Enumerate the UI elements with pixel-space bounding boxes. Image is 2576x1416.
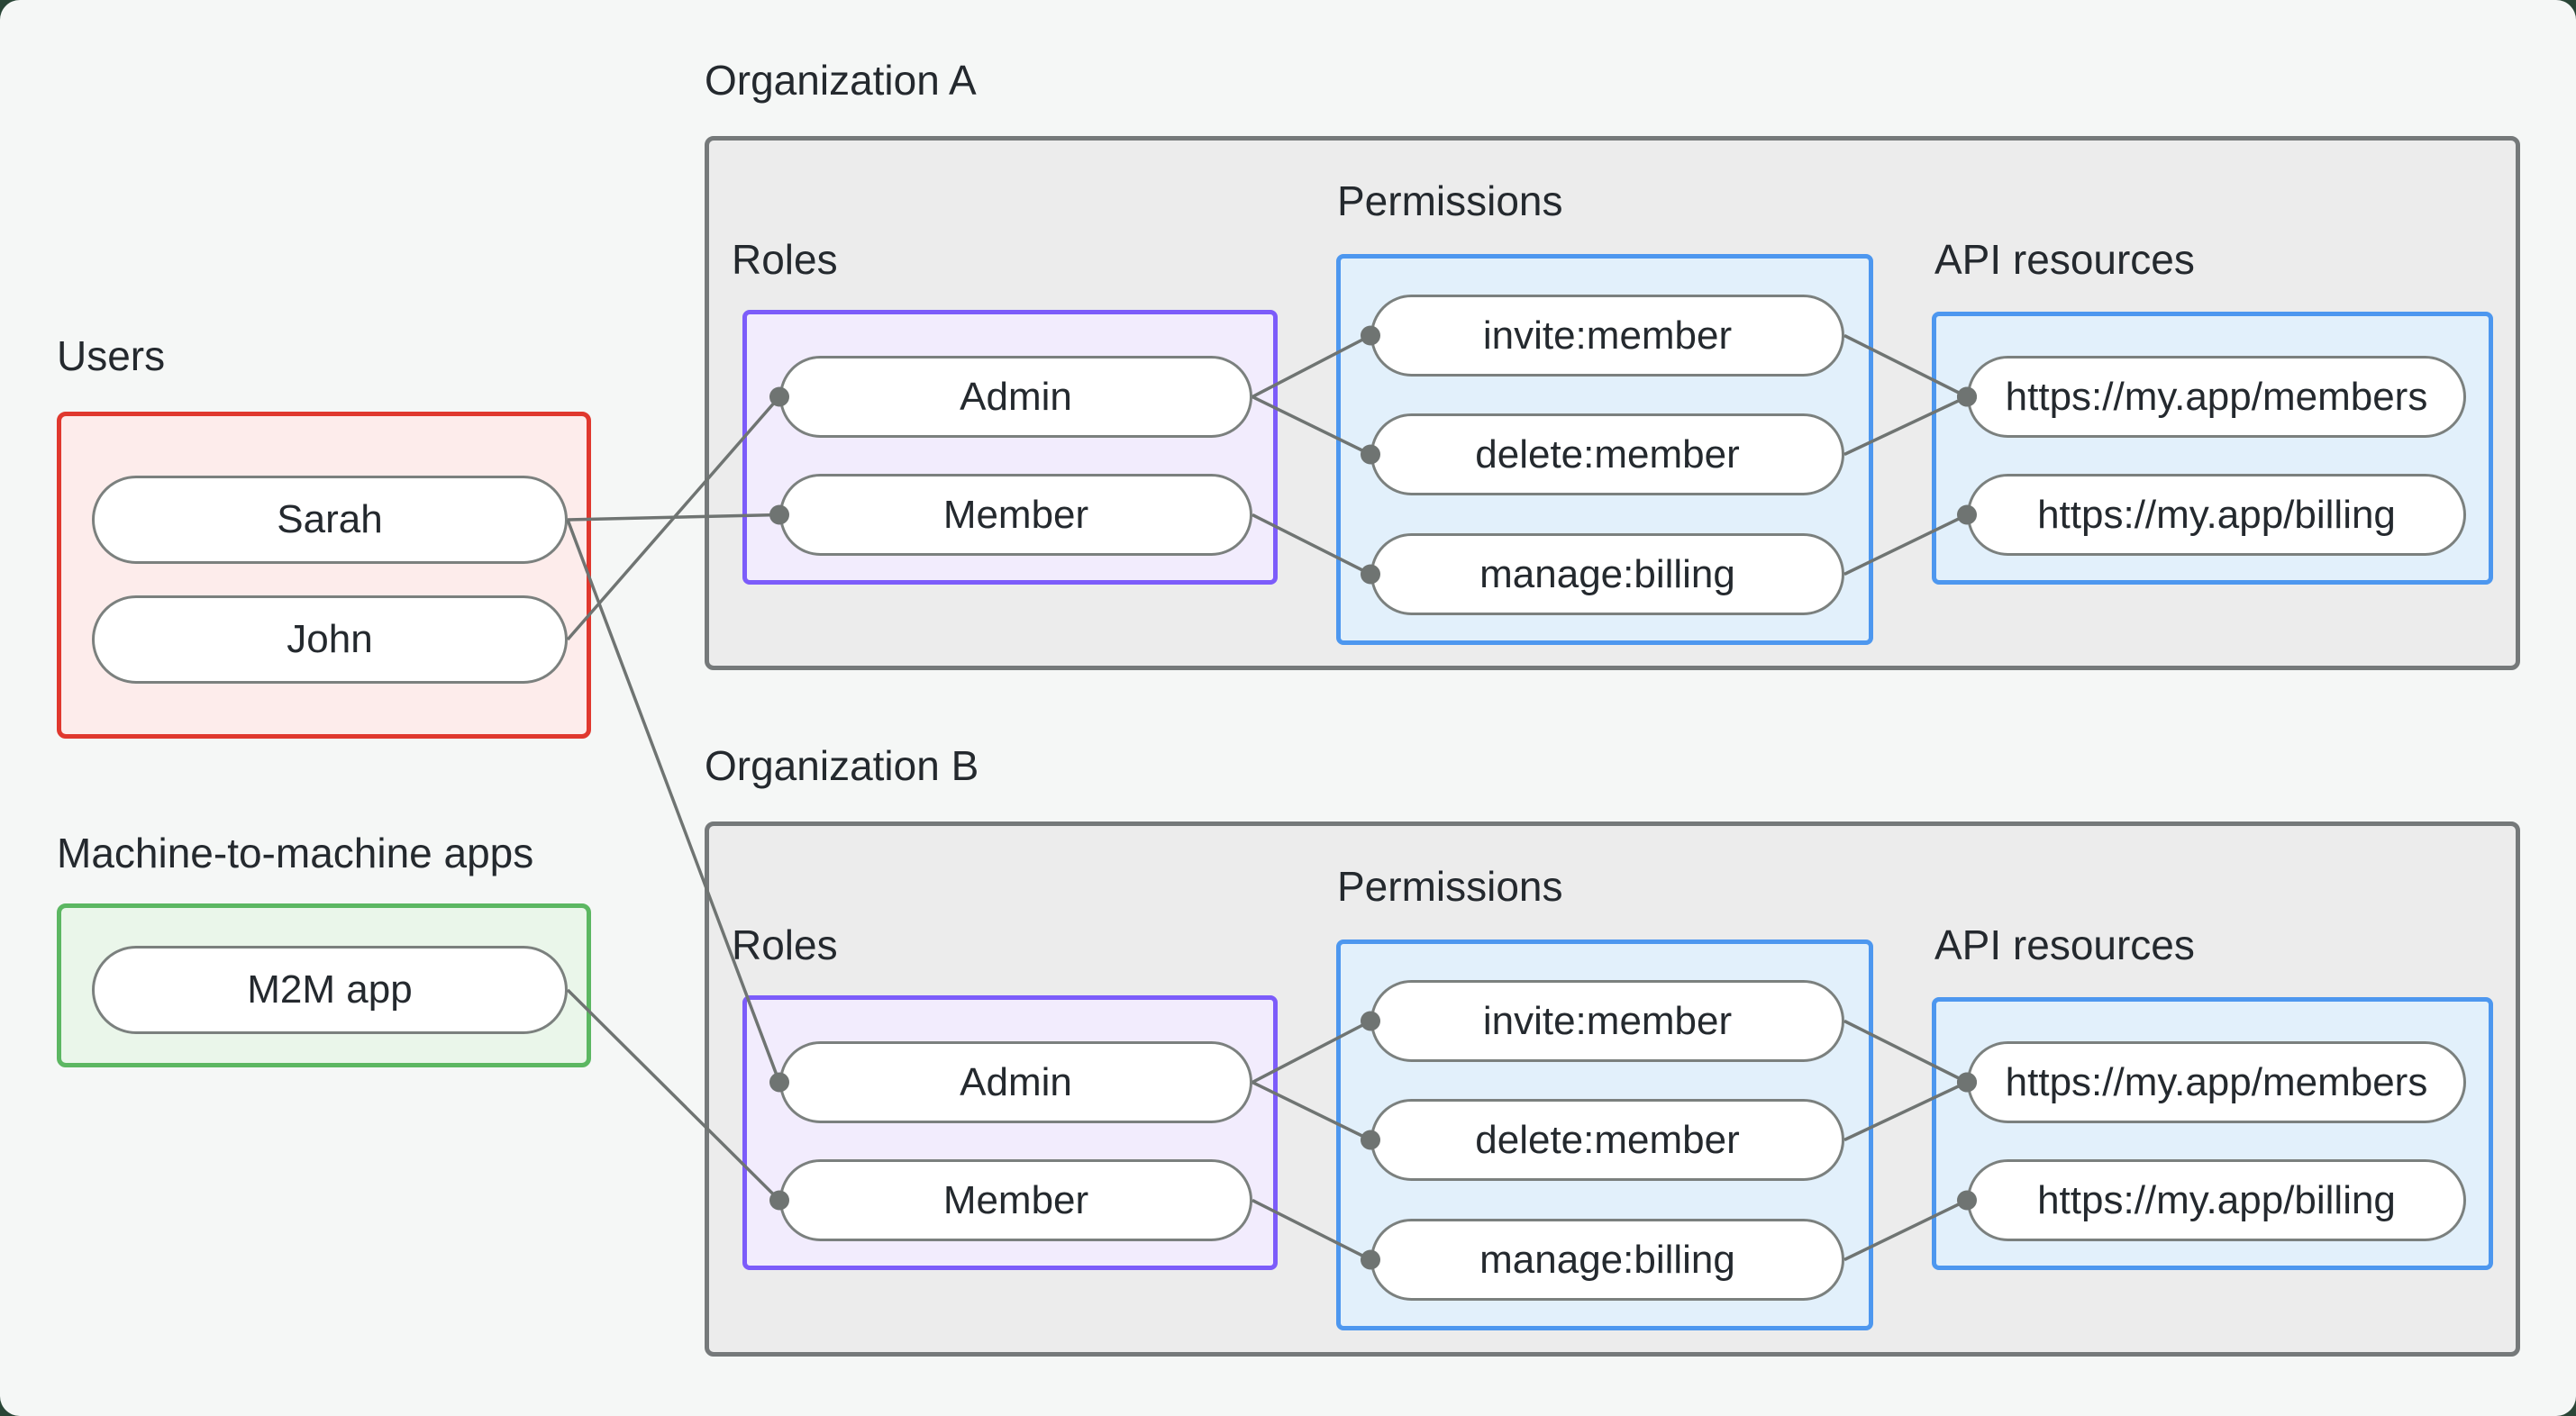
org-b-api-billing-node: https://my.app/billing <box>1967 1159 2466 1241</box>
org-a-role-admin-node: Admin <box>779 356 1252 438</box>
m2m-group-label: Machine-to-machine apps <box>57 830 534 876</box>
org-a-permissions-box: invite:member delete:member manage:billi… <box>1336 254 1873 645</box>
org-a-perm-delete-node: delete:member <box>1370 413 1844 495</box>
org-a-role-member-node: Member <box>779 474 1252 556</box>
org-a-permissions-label: Permissions <box>1337 177 1563 224</box>
user-node-john: John <box>92 595 568 684</box>
org-b-perm-delete-node: delete:member <box>1370 1099 1844 1181</box>
org-b-api-resources-label: API resources <box>1934 921 2195 968</box>
org-b-permissions-box: invite:member delete:member manage:billi… <box>1336 939 1873 1330</box>
org-b-api-members-node: https://my.app/members <box>1967 1041 2466 1123</box>
users-group-label: Users <box>57 332 166 379</box>
org-b-box: Roles Admin Member Permissions invite:me… <box>705 821 2520 1357</box>
org-a-api-billing-node: https://my.app/billing <box>1967 474 2466 556</box>
org-b-perm-invite-node: invite:member <box>1370 980 1844 1062</box>
org-b-perm-manage-node: manage:billing <box>1370 1219 1844 1301</box>
m2m-group-box: M2M app <box>57 903 591 1067</box>
org-a-api-resources-label: API resources <box>1934 236 2195 283</box>
org-b-api-resources-box: https://my.app/members https://my.app/bi… <box>1932 997 2493 1270</box>
org-a-box: Roles Admin Member Permissions invite:me… <box>705 136 2520 670</box>
users-group-box: Sarah John <box>57 412 591 739</box>
org-b-role-member-node: Member <box>779 1159 1252 1241</box>
org-a-perm-invite-node: invite:member <box>1370 295 1844 377</box>
org-a-label: Organization A <box>705 57 977 104</box>
org-a-api-resources-box: https://my.app/members https://my.app/bi… <box>1932 312 2493 585</box>
org-b-permissions-label: Permissions <box>1337 863 1563 910</box>
org-b-label: Organization B <box>705 742 979 789</box>
org-b-roles-box: Admin Member <box>742 995 1278 1270</box>
user-node-sarah: Sarah <box>92 476 568 564</box>
org-b-role-admin-node: Admin <box>779 1041 1252 1123</box>
org-a-roles-label: Roles <box>732 236 838 283</box>
org-a-roles-box: Admin Member <box>742 310 1278 585</box>
org-a-api-members-node: https://my.app/members <box>1967 356 2466 438</box>
org-b-roles-label: Roles <box>732 921 838 968</box>
org-a-perm-manage-node: manage:billing <box>1370 533 1844 615</box>
m2m-app-node: M2M app <box>92 946 568 1034</box>
